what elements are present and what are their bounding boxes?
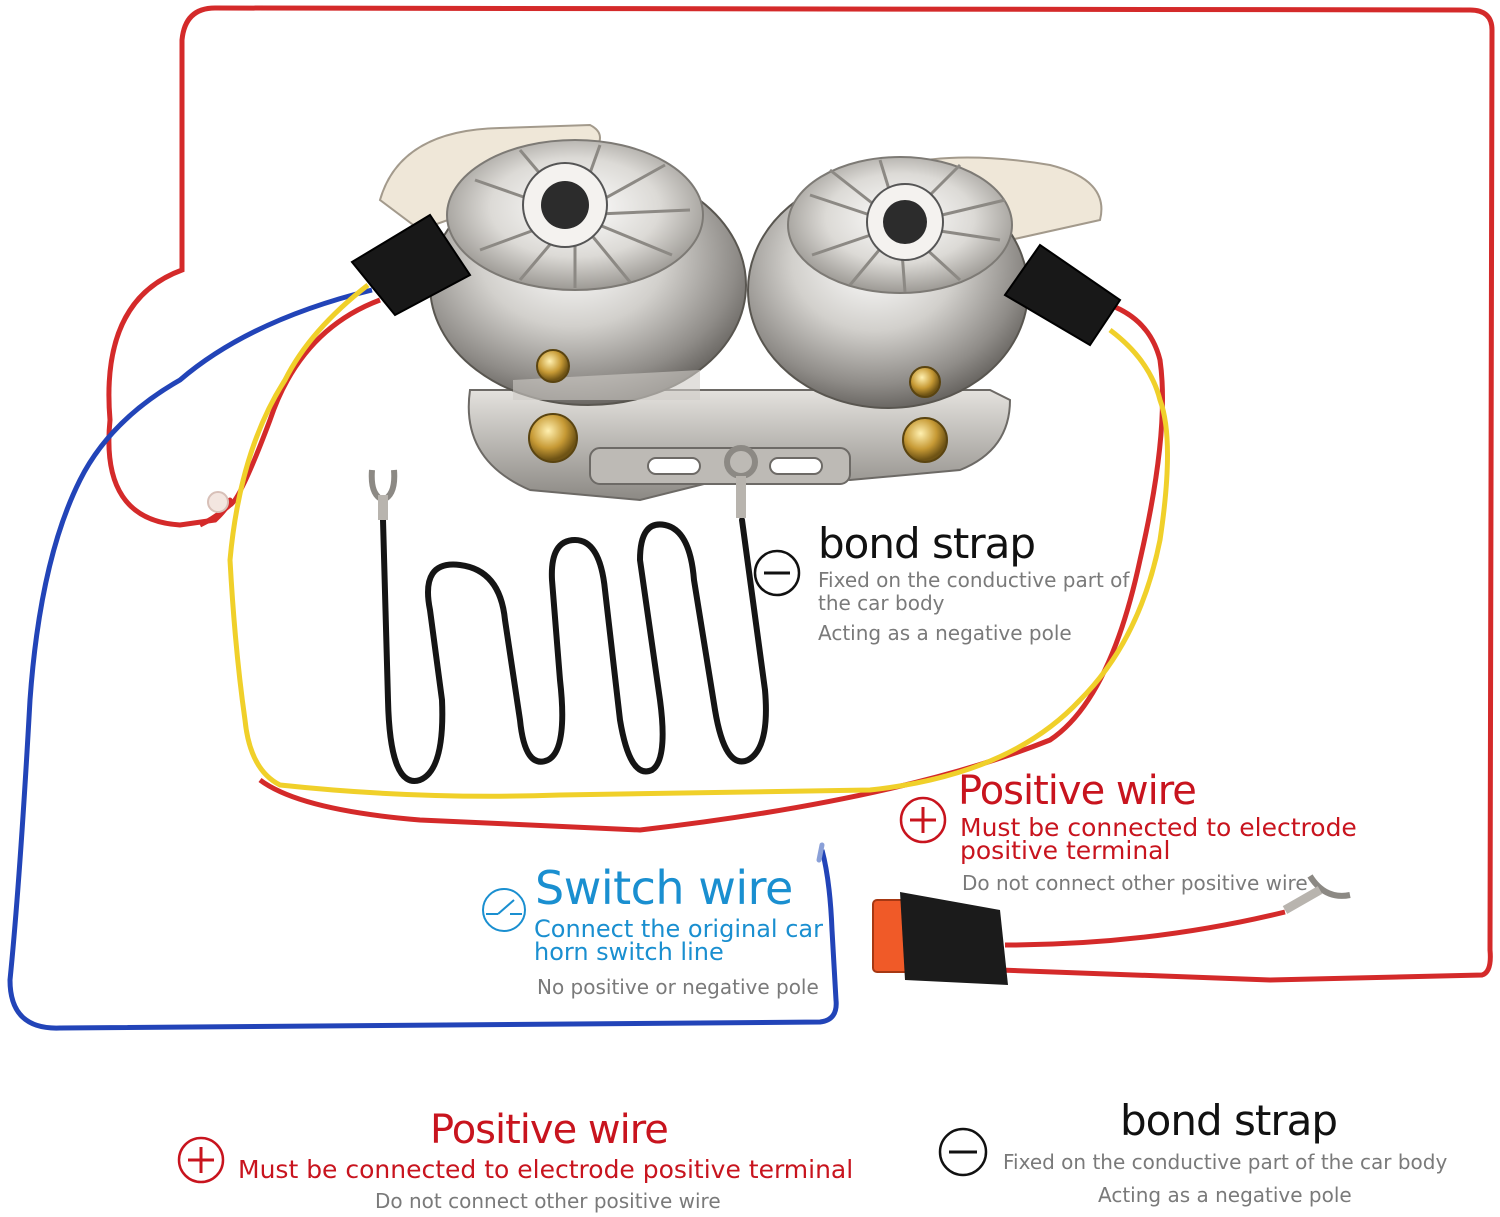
switch-wire-note: No positive or negative pole <box>537 975 819 999</box>
bond-strap-line2: the car body <box>818 591 945 615</box>
positive-wire-note: Do not connect other positive wire <box>962 871 1308 895</box>
minus-circle-icon <box>753 549 801 597</box>
bond-strap-bottom-line1: Fixed on the conductive part of the car … <box>1003 1150 1448 1174</box>
mounting-bracket <box>467 389 1012 502</box>
fork-terminal-bond <box>368 469 398 520</box>
fuse-red-wire <box>1004 909 1286 948</box>
plus-circle-icon <box>899 796 947 844</box>
fork-terminal-positive <box>1282 874 1351 914</box>
yellow-wire <box>227 283 1170 799</box>
inline-connector <box>207 491 229 513</box>
blue-wire <box>7 287 839 1031</box>
bond-strap-wire <box>380 517 769 784</box>
positive-wire-title: Positive wire <box>958 768 1197 814</box>
horn-right <box>747 156 1103 463</box>
ring-terminal-bond <box>724 445 758 518</box>
horn-left <box>378 123 747 463</box>
red-wire-left-horn <box>198 297 381 528</box>
connector-left <box>350 213 472 317</box>
positive-wire-bottom-line1: Must be connected to electrode positive … <box>238 1155 854 1184</box>
bond-strap-bottom-title: bond strap <box>1120 1096 1338 1145</box>
positive-wire-bottom-note: Do not connect other positive wire <box>375 1189 721 1213</box>
red-wire-bottom-loop <box>258 302 1165 833</box>
positive-wire-line1: Must be connected to electrode <box>960 813 1357 842</box>
fuse-holder <box>872 892 1008 985</box>
switch-wire-tip <box>816 842 825 863</box>
switch-wire-line2: horn switch line <box>534 938 724 966</box>
minus-circle-icon <box>938 1127 988 1177</box>
plus-circle-icon <box>177 1136 225 1184</box>
bond-strap-line1: Fixed on the conductive part of <box>818 568 1130 592</box>
switch-wire-title: Switch wire <box>535 861 793 915</box>
red-wire-outer <box>106 5 1495 983</box>
bond-strap-bottom-note: Acting as a negative pole <box>1098 1183 1352 1207</box>
bond-strap-note: Acting as a negative pole <box>818 621 1072 645</box>
switch-symbol-icon <box>482 888 526 932</box>
bond-strap-title: bond strap <box>818 519 1036 568</box>
positive-wire-line2: positive terminal <box>960 836 1171 865</box>
positive-wire-bottom-title: Positive wire <box>430 1107 669 1153</box>
switch-wire-line1: Connect the original car <box>534 915 823 943</box>
connector-right <box>1003 243 1122 347</box>
